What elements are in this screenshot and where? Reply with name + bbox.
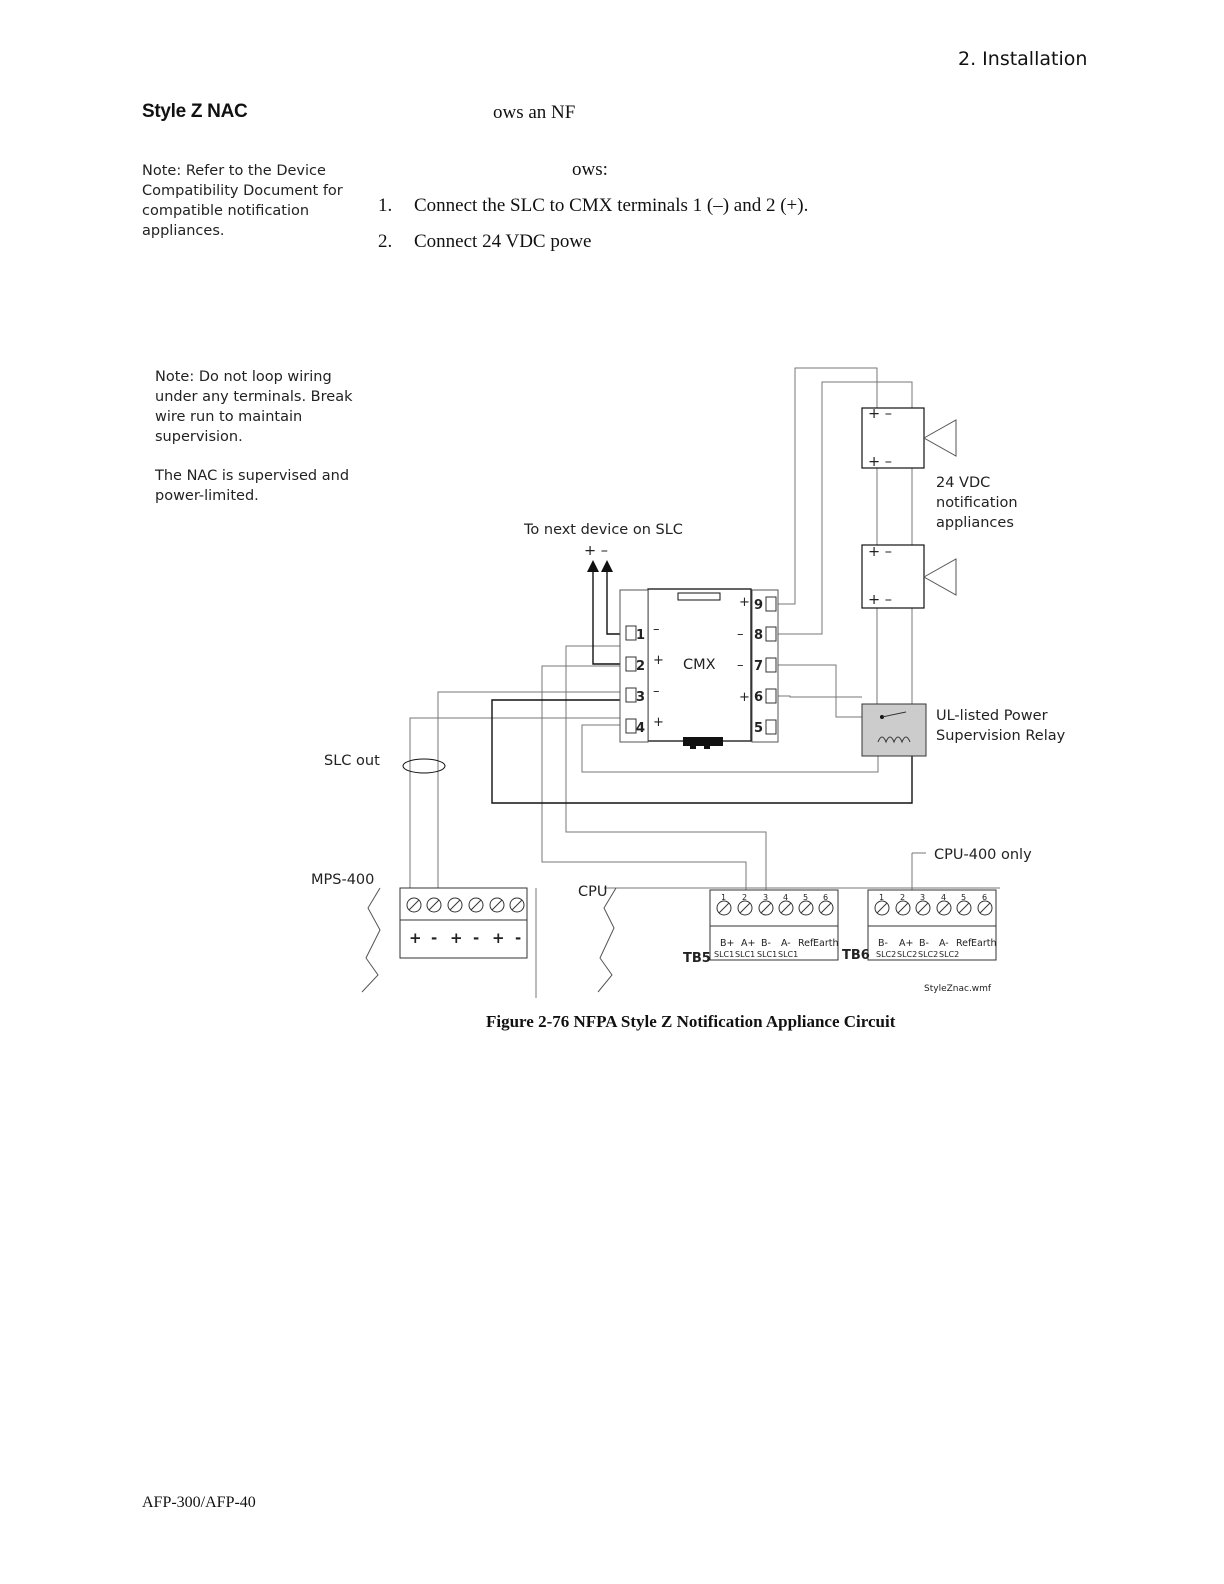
tb5-number-2: 2: [742, 893, 747, 902]
cpu-board-edge: [597, 887, 617, 993]
mps-polarity-1: +: [409, 929, 422, 947]
tb5-sub-1: SLC1: [714, 950, 734, 959]
cmx-left-polarity-2: +: [653, 653, 664, 668]
tb5-signal-3: B-: [761, 938, 771, 949]
tb6-sub-3: SLC2: [918, 950, 938, 959]
supervision-relay: [861, 703, 927, 757]
tb5-signal-1: B+: [720, 938, 734, 949]
appliances-label-line-2: notification: [936, 495, 1018, 511]
tb5-sub-2: SLC1: [735, 950, 755, 959]
mps-polarity-6: -: [515, 929, 521, 947]
tb6-signal-5: Ref: [956, 938, 972, 949]
arrow-up-icon: [587, 560, 599, 572]
tb5-signal-4: A-: [781, 938, 791, 949]
tb5-number-1: 1: [721, 893, 726, 902]
tb5-signal-5: Ref: [798, 938, 814, 949]
cmx-terminal-1: 1: [636, 628, 645, 643]
appliance-2-polarity-top: + –: [868, 544, 892, 560]
tb6-sub-1: SLC2: [876, 950, 896, 959]
relay-label-line-1: UL-listed Power: [936, 708, 1048, 724]
tb6-number-6: 6: [982, 893, 987, 902]
tb6-number-4: 4: [941, 893, 946, 902]
mps-polarity-2: -: [431, 929, 437, 947]
tb5-sub-4: SLC1: [778, 950, 798, 959]
mps-label: MPS-400: [311, 872, 374, 888]
tb5-signal-2: A+: [741, 938, 755, 949]
tb5-sub-3: SLC1: [757, 950, 777, 959]
cmx-left-polarity-1: –: [653, 622, 660, 637]
cmx-terminal-9: 9: [754, 598, 763, 613]
cpu-label: CPU: [578, 884, 607, 900]
tb6-signal-6: Earth: [971, 938, 996, 949]
cmx-right-polarity-6: +: [739, 690, 750, 705]
cmx-terminal-7: 7: [754, 659, 763, 674]
tb6-sub-2: SLC2: [897, 950, 917, 959]
tb6-sub-4: SLC2: [939, 950, 959, 959]
appliances-label-line-1: 24 VDC: [936, 475, 990, 491]
cmx-terminal-6: 6: [754, 690, 763, 705]
relay-label-line-2: Supervision Relay: [936, 728, 1066, 744]
section-header: 2. Installation: [958, 48, 1088, 70]
mps-polarity-5: +: [492, 929, 505, 947]
cmx-right-polarity-9: +: [739, 595, 750, 610]
tb5-label: TB5: [683, 951, 711, 966]
cpu400-only-label: CPU-400 only: [934, 847, 1032, 863]
wires: [409, 367, 1000, 998]
cmx-module: [619, 588, 779, 749]
appliance-2-polarity-bottom: + –: [868, 592, 892, 608]
cmx-right-polarity-8: –: [737, 627, 744, 642]
tb6-number-2: 2: [900, 893, 905, 902]
compatibility-note: Note: Refer to the Device Compatibility …: [142, 163, 343, 239]
cmx-terminal-2: 2: [636, 659, 645, 674]
cmx-left-polarity-4: +: [653, 715, 664, 730]
tb6-number-5: 5: [961, 893, 966, 902]
tb5-terminal-block: [709, 889, 839, 961]
tb5-number-6: 6: [823, 893, 828, 902]
cmx-right-polarity-7: –: [737, 658, 744, 673]
tb6-signal-3: B-: [919, 938, 929, 949]
next-device-polarity: + –: [584, 543, 608, 559]
step-1: 1.Connect the SLC to CMX terminals 1 (–)…: [378, 195, 809, 216]
tb6-number-1: 1: [879, 893, 884, 902]
tb6-number-3: 3: [920, 893, 925, 902]
next-device-label: To next device on SLC: [523, 522, 683, 538]
cmx-terminal-8: 8: [754, 628, 763, 643]
mps-terminal-block: [361, 887, 528, 993]
tb5-number-3: 3: [763, 893, 768, 902]
tb5-signal-6: Earth: [813, 938, 838, 949]
cmx-label: CMX: [683, 657, 716, 673]
notification-appliance: [861, 544, 957, 609]
diagram-filename: StyleZnac.wmf: [924, 984, 992, 994]
cmx-terminal-3: 3: [636, 690, 645, 705]
tb6-signal-2: A+: [899, 938, 913, 949]
cmx-left-polarity-3: –: [653, 684, 660, 699]
tb5-number-4: 4: [783, 893, 788, 902]
step-2: 2.Connect 24 VDC powe: [378, 231, 592, 252]
tb5-number-5: 5: [803, 893, 808, 902]
tb6-signal-1: B-: [878, 938, 888, 949]
tb6-label: TB6: [842, 948, 870, 963]
loop-wiring-note: Note: Do not loop wiring under any termi…: [155, 369, 353, 445]
appliance-1-polarity-bottom: + –: [868, 454, 892, 470]
page-footer: AFP-300/AFP-40: [142, 1494, 256, 1511]
appliances-label-line-3: appliances: [936, 515, 1014, 531]
notification-appliance: [861, 407, 957, 469]
figure-caption: Figure 2-76 NFPA Style Z Notification Ap…: [486, 1012, 896, 1031]
arrow-up-icon: [601, 560, 613, 572]
appliance-1-polarity-top: + –: [868, 406, 892, 422]
body-fragment-1: ows an NF: [493, 102, 576, 123]
slc-out-label: SLC out: [324, 753, 380, 769]
tb6-terminal-block: [867, 889, 997, 961]
mps-polarity-3: +: [450, 929, 463, 947]
slc-cable-bundle: [402, 758, 446, 774]
cmx-terminal-5: 5: [754, 721, 763, 736]
body-fragment-2: ows:: [572, 159, 608, 180]
supervision-note: The NAC is supervised and power-limited.: [155, 468, 350, 504]
cmx-terminal-4: 4: [636, 721, 645, 736]
tb6-signal-4: A-: [939, 938, 949, 949]
section-title: Style Z NAC: [142, 101, 248, 122]
mps-polarity-4: -: [473, 929, 479, 947]
